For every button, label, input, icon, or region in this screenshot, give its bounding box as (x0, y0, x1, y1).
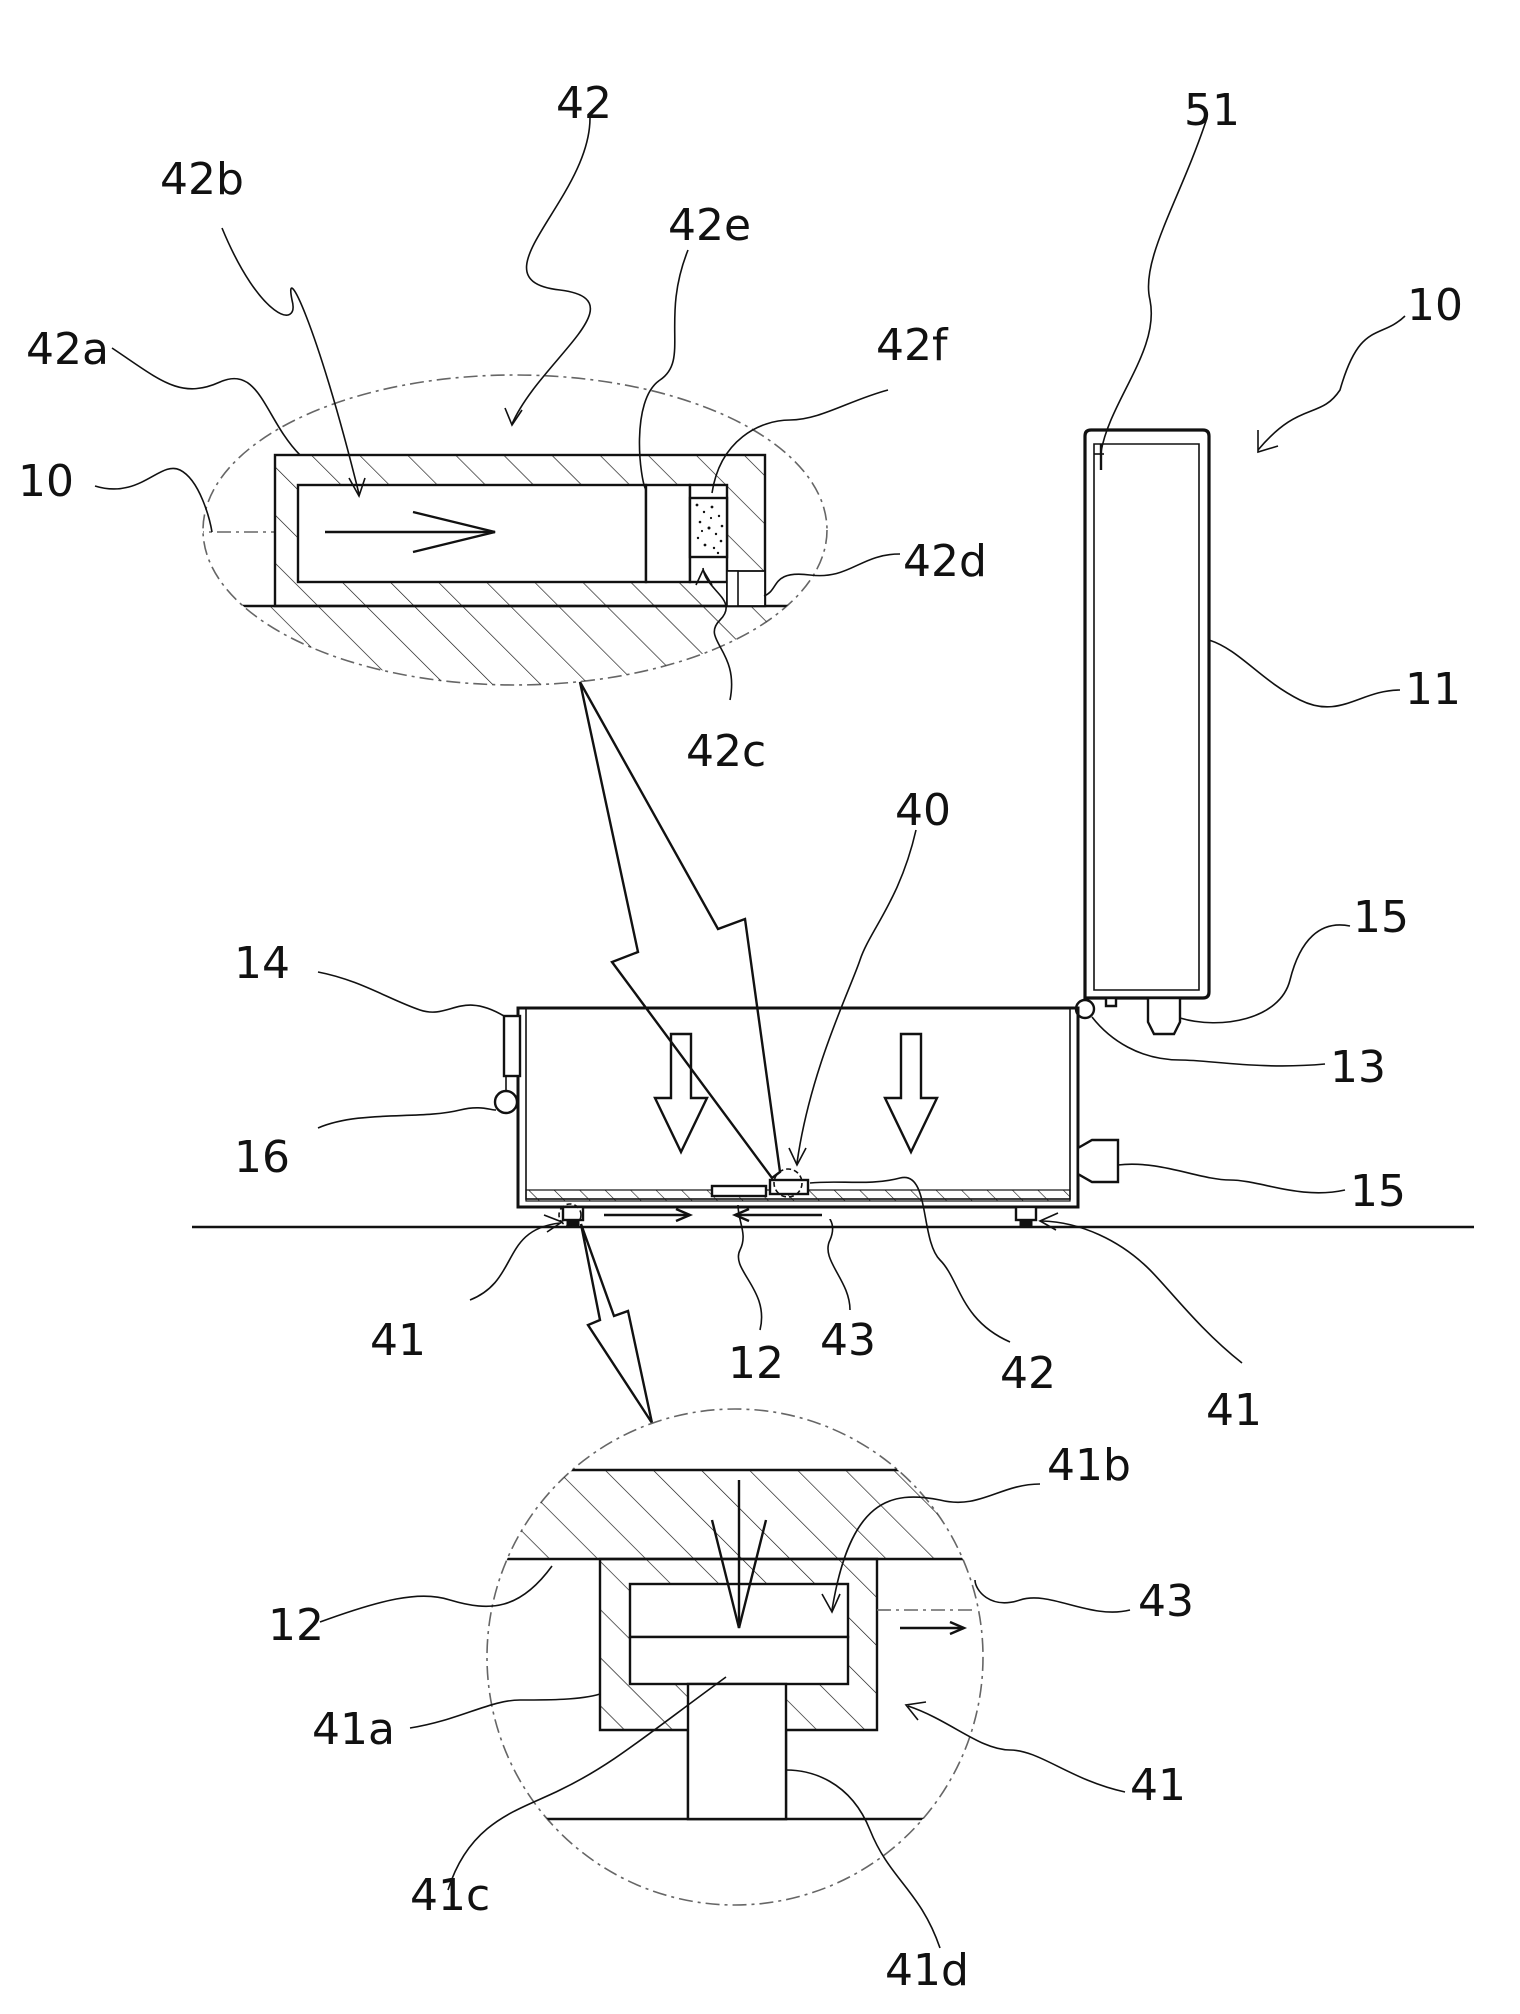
label-42d: 42d (903, 536, 987, 587)
lid-button-15 (1146, 996, 1182, 1036)
label-41b: 41b (1047, 1440, 1131, 1491)
downward-flow-arrows (653, 1032, 939, 1155)
leader-lines (94, 117, 1406, 1949)
label-41a: 41a (312, 1704, 395, 1755)
label-40: 40 (895, 785, 951, 836)
label-10-right: 10 (1407, 280, 1463, 331)
label-42e: 42e (668, 200, 751, 251)
label-51: 51 (1184, 85, 1240, 136)
callout-origin-marker (773, 1168, 803, 1198)
label-42c: 42c (686, 726, 766, 777)
hinge-13 (1074, 998, 1096, 1020)
component-42-small (710, 1184, 768, 1198)
label-42-top: 42 (556, 78, 612, 129)
callout-arrow-top (578, 681, 782, 1180)
container-body (516, 1006, 1080, 1209)
component-42-box (768, 1178, 810, 1196)
feet-41 (561, 1205, 1038, 1228)
detail-42 (202, 374, 828, 686)
label-13: 13 (1330, 1042, 1386, 1093)
knob-16 (493, 1089, 519, 1115)
flow-arrows-43 (604, 1207, 822, 1223)
callout-arrow-bottom (579, 1223, 654, 1424)
side-button-15 (1076, 1138, 1120, 1184)
label-14: 14 (234, 938, 290, 989)
label-42f: 42f (876, 320, 949, 371)
reference-labels: 42 42b 42e 51 10 42a 42f 10 42d 11 42c 4… (18, 78, 1463, 1996)
label-42-mid: 42 (1000, 1348, 1056, 1399)
label-10-left: 10 (18, 456, 74, 507)
detail-41 (486, 1408, 984, 1906)
label-15-side: 15 (1350, 1166, 1406, 1217)
label-43-mid: 43 (820, 1315, 876, 1366)
label-42b: 42b (160, 154, 244, 205)
label-16: 16 (234, 1132, 290, 1183)
label-11: 11 (1405, 664, 1461, 715)
label-41c: 41c (410, 1870, 490, 1921)
label-41-left: 41 (370, 1315, 426, 1366)
label-15-top: 15 (1353, 892, 1409, 943)
label-12-mid: 12 (728, 1338, 784, 1389)
label-42a: 42a (26, 324, 109, 375)
label-43-detail: 43 (1138, 1576, 1194, 1627)
lid-11 (1083, 428, 1211, 1036)
label-41-right: 41 (1206, 1385, 1262, 1436)
label-41-detail: 41 (1130, 1760, 1186, 1811)
handle-14 (502, 1014, 522, 1078)
label-12-detail: 12 (268, 1600, 324, 1651)
label-41d: 41d (885, 1945, 969, 1996)
